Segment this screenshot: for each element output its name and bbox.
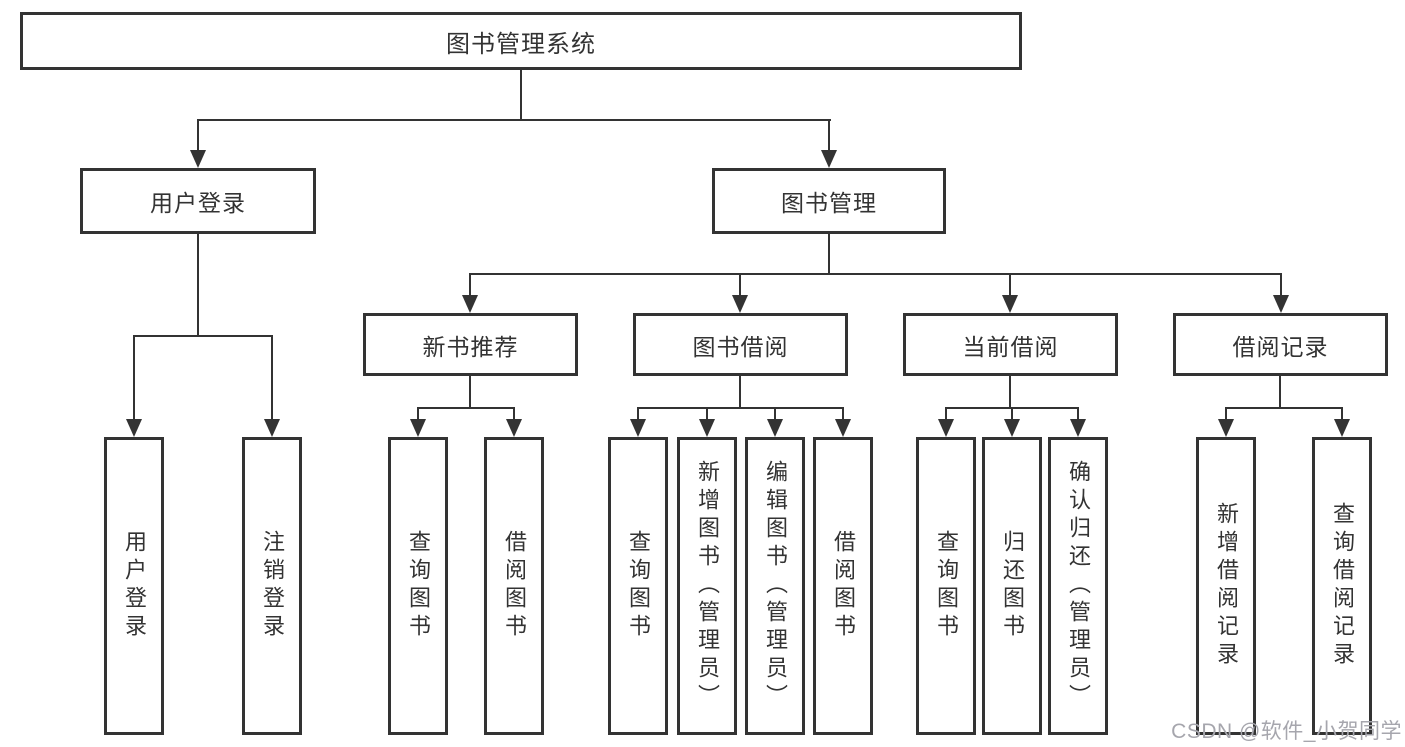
node-root: 图书管理系统	[20, 12, 1022, 70]
connector-stem	[1009, 376, 1011, 409]
connector-root-stem	[520, 70, 522, 121]
leaf-user-login: 用户登录	[104, 437, 164, 735]
leaf-return-books: 归还图书	[982, 437, 1042, 735]
node-new-book-recommend: 新书推荐	[363, 313, 578, 376]
connector-drop	[1011, 407, 1013, 421]
connector-userlogin-rail	[133, 335, 273, 337]
leaf-query-books: 查询图书	[388, 437, 448, 735]
connector-drop	[842, 407, 844, 421]
leaf-confirm-return-admin: 确认归还（管理员）	[1048, 437, 1108, 735]
arrow-down-icon	[630, 419, 646, 437]
connector-bookmgmt-stem	[828, 234, 830, 275]
watermark: CSDN @软件_小贺同学	[1171, 720, 1402, 743]
node-current-borrow: 当前借阅	[903, 313, 1118, 376]
arrow-down-icon	[821, 150, 837, 168]
connector-drop	[774, 407, 776, 421]
connector-drop	[271, 335, 273, 421]
connector-drop	[513, 407, 515, 421]
node-user-login: 用户登录	[80, 168, 316, 234]
arrow-down-icon	[835, 419, 851, 437]
leaf-query-borrow-record: 查询借阅记录	[1312, 437, 1372, 735]
leaf-borrow-books: 借阅图书	[813, 437, 873, 735]
node-book-management: 图书管理	[712, 168, 946, 234]
connector-drop	[417, 407, 419, 421]
connector-drop	[133, 335, 135, 421]
leaf-edit-book-admin: 编辑图书（管理员）	[745, 437, 805, 735]
connector-drop	[1077, 407, 1079, 421]
arrow-down-icon	[190, 150, 206, 168]
arrow-down-icon	[462, 295, 478, 313]
connector-drop	[945, 407, 947, 421]
connector-rail	[417, 407, 515, 409]
arrow-down-icon	[126, 419, 142, 437]
leaf-logout: 注销登录	[242, 437, 302, 735]
arrow-down-icon	[264, 419, 280, 437]
connector-drop	[739, 273, 741, 297]
connector-l1-drop-right	[828, 119, 830, 152]
connector-rail	[637, 407, 844, 409]
connector-stem	[1279, 376, 1281, 409]
connector-drop	[706, 407, 708, 421]
arrow-down-icon	[1334, 419, 1350, 437]
arrow-down-icon	[938, 419, 954, 437]
node-book-borrow: 图书借阅	[633, 313, 848, 376]
arrow-down-icon	[699, 419, 715, 437]
connector-drop	[1341, 407, 1343, 421]
connector-drop	[469, 273, 471, 297]
connector-userlogin-stem	[197, 234, 199, 337]
connector-stem	[739, 376, 741, 409]
connector-stem	[469, 376, 471, 409]
arrow-down-icon	[767, 419, 783, 437]
leaf-borrow-books: 借阅图书	[484, 437, 544, 735]
connector-l1-rail	[197, 119, 831, 121]
arrow-down-icon	[1273, 295, 1289, 313]
arrow-down-icon	[1218, 419, 1234, 437]
arrow-down-icon	[732, 295, 748, 313]
leaf-query-books: 查询图书	[916, 437, 976, 735]
node-borrow-records: 借阅记录	[1173, 313, 1388, 376]
connector-drop	[1009, 273, 1011, 297]
arrow-down-icon	[506, 419, 522, 437]
leaf-query-books: 查询图书	[608, 437, 668, 735]
connector-l1-drop-left	[197, 119, 199, 152]
arrow-down-icon	[410, 419, 426, 437]
arrow-down-icon	[1070, 419, 1086, 437]
arrow-down-icon	[1004, 419, 1020, 437]
connector-drop	[637, 407, 639, 421]
connector-drop	[1225, 407, 1227, 421]
connector-l3-rail	[469, 273, 1282, 275]
leaf-add-borrow-record: 新增借阅记录	[1196, 437, 1256, 735]
leaf-add-book-admin: 新增图书（管理员）	[677, 437, 737, 735]
connector-rail	[1225, 407, 1343, 409]
arrow-down-icon	[1002, 295, 1018, 313]
connector-drop	[1280, 273, 1282, 297]
